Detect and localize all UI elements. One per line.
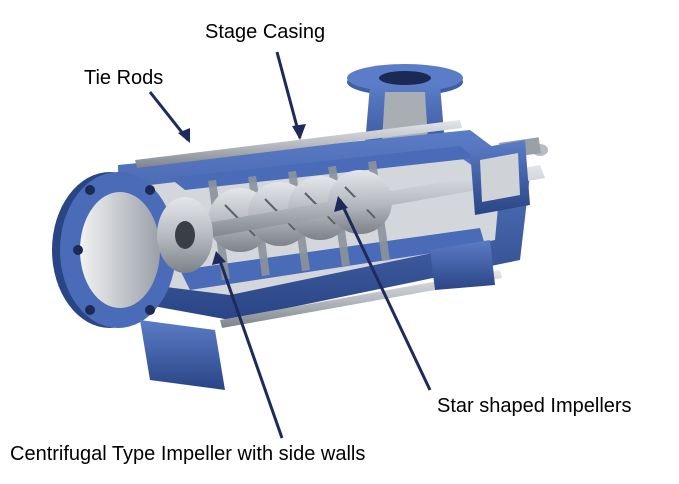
support-feet (140, 240, 495, 390)
stage-casing-label: Stage Casing (205, 21, 326, 43)
centrifugal-impeller-pointer (216, 254, 284, 439)
tie-rods (135, 120, 502, 328)
tie-rods-arrowhead (178, 128, 190, 143)
tie-rods-label: Tie Rods (84, 67, 164, 89)
star-impellers-arrowhead (334, 196, 348, 212)
bearing-housing (470, 140, 530, 215)
star-impellers-pointer (338, 199, 432, 391)
centrifugal-impeller-arrowhead (212, 251, 226, 265)
stage-casing-pointer (275, 51, 302, 139)
centrifugal-impeller-label: Centrifugal Type Impeller with side wall… (10, 443, 366, 465)
suction-flange (52, 172, 176, 328)
centrifugal-impeller (157, 197, 213, 273)
pointer-arrowheads (178, 124, 348, 265)
star-impellers-label: Star shaped Impellers (437, 395, 632, 417)
stage-casing-arrowhead (292, 124, 306, 140)
